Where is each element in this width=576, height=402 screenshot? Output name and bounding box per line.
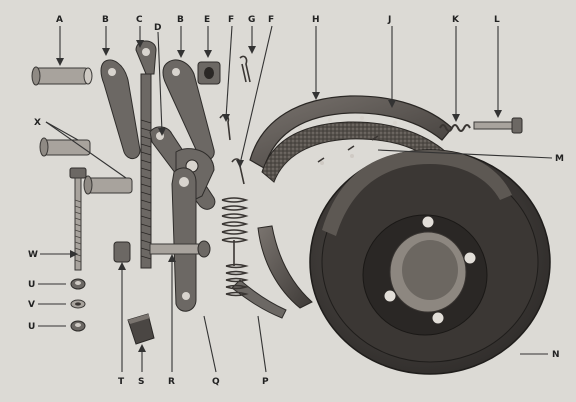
label-p: P — [262, 377, 269, 387]
drum-bolt-hole — [421, 215, 435, 229]
brake-band — [231, 95, 453, 319]
label-r: R — [168, 377, 175, 387]
nut-u1 — [70, 278, 86, 290]
pin-x1 — [39, 137, 91, 157]
leader-lines — [38, 25, 553, 373]
spring-p — [221, 197, 249, 297]
bolt-w — [69, 167, 87, 271]
label-d: D — [154, 23, 161, 33]
label-q: Q — [212, 377, 220, 387]
bolt-l — [473, 117, 523, 134]
label-t: T — [118, 377, 125, 387]
label-f2: F — [268, 15, 274, 25]
brake-drum — [309, 149, 551, 375]
spring-k — [439, 124, 471, 132]
label-b1: B — [102, 15, 109, 25]
label-m: M — [555, 154, 564, 164]
lever-b1 — [100, 59, 141, 159]
drum-bolt-hole — [383, 289, 397, 303]
label-e: E — [204, 15, 210, 25]
label-w: W — [28, 250, 38, 260]
label-l: L — [494, 15, 500, 25]
label-x: X — [34, 118, 41, 128]
band-rivets — [297, 115, 398, 165]
label-b2: B — [177, 15, 184, 25]
label-g: G — [248, 15, 255, 25]
drum-bolt-hole — [463, 251, 477, 265]
pin-a — [31, 66, 93, 86]
label-k: K — [452, 15, 460, 25]
lever-q — [171, 167, 197, 312]
label-u1: U — [28, 280, 35, 290]
label-f1: F — [228, 15, 234, 25]
label-c: C — [136, 15, 143, 25]
label-j: J — [387, 15, 391, 25]
cotter-g — [239, 55, 251, 83]
sleeve-e — [197, 61, 221, 85]
label-s: S — [138, 377, 144, 387]
label-n: N — [552, 350, 560, 360]
nut-t — [113, 241, 131, 263]
callout-labels: A B C D B E F G F H J K L M X W U V U T … — [28, 15, 564, 387]
label-h: H — [312, 15, 320, 25]
stud-r — [149, 240, 211, 258]
nut-u2 — [70, 320, 86, 332]
drum-bolt-hole — [431, 311, 445, 325]
eyebolt-c — [135, 40, 157, 269]
label-u2: U — [28, 322, 35, 332]
pin-x2 — [83, 175, 133, 195]
label-v: V — [28, 300, 35, 310]
washer-v — [70, 299, 86, 309]
block-s — [127, 313, 155, 345]
label-a: A — [56, 15, 63, 25]
pins-m — [317, 135, 379, 163]
